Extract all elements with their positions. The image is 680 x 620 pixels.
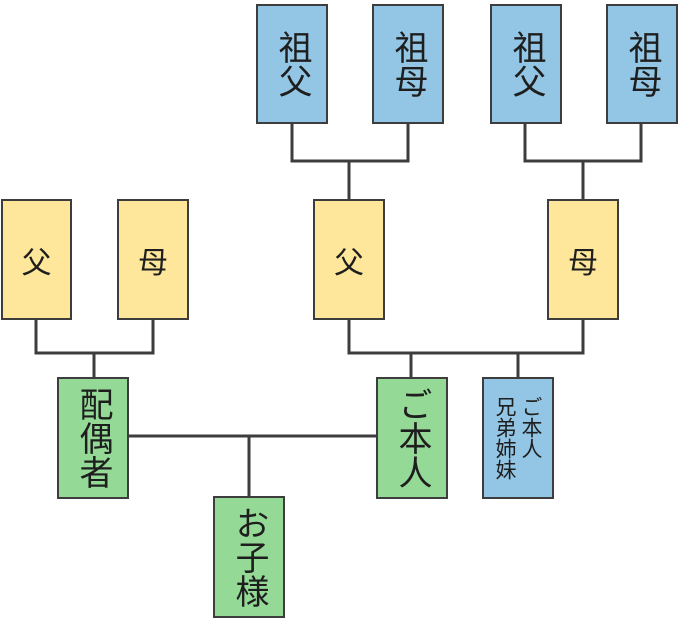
siblings-label-line1: ご本人	[519, 396, 544, 459]
children-box: お子様	[213, 496, 285, 618]
siblings-text: ご本人 兄弟姉妹	[493, 396, 544, 480]
grandmother-box-1: 祖母	[372, 4, 444, 124]
spouse-box: 配偶者	[57, 377, 129, 499]
connector-self-parents	[347, 318, 585, 379]
grandmother-label-1: 祖母	[388, 30, 428, 98]
spouse-mother-label: 母	[138, 245, 168, 281]
grandmother-box-2: 祖母	[606, 4, 678, 124]
connector-spouse-parents	[34, 318, 155, 379]
connector-grandparents-right	[523, 122, 643, 201]
father-box: 父	[313, 199, 385, 320]
grandfather-box-1: 祖父	[256, 4, 328, 124]
siblings-label-line2: 兄弟姉妹	[493, 396, 517, 480]
spouse-label: 配偶者	[73, 387, 113, 489]
siblings-box: ご本人 兄弟姉妹	[482, 377, 554, 499]
spouse-mother-box: 母	[117, 199, 189, 320]
grandfather-label-1: 祖父	[272, 30, 312, 98]
connector-grandparents-left	[290, 122, 410, 201]
grandfather-label-2: 祖父	[506, 30, 546, 98]
self-box: ご本人	[376, 377, 448, 499]
children-label: お子様	[229, 506, 269, 608]
grandfather-box-2: 祖父	[490, 4, 562, 124]
father-label: 父	[334, 245, 364, 281]
spouse-father-box: 父	[1, 199, 72, 320]
mother-box: 母	[547, 199, 619, 320]
spouse-father-label: 父	[21, 245, 52, 281]
self-label: ご本人	[392, 387, 432, 489]
grandmother-label-2: 祖母	[622, 30, 662, 98]
mother-label: 母	[568, 245, 598, 281]
